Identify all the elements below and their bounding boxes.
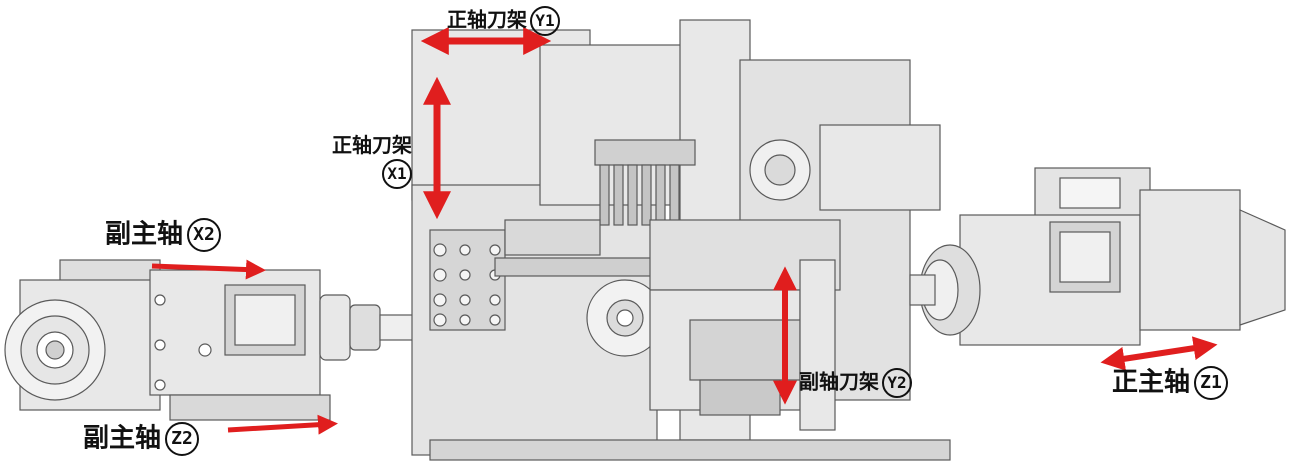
label-x2-text: 副主轴	[105, 219, 184, 250]
label-y1-text: 正轴刀架	[447, 7, 527, 32]
label-x1: 正轴刀架 X1	[332, 135, 412, 189]
main-frame	[411, 19, 951, 461]
label-z1-text: 正主轴	[1112, 367, 1191, 398]
machine-drawing	[4, 19, 1286, 461]
label-x1-text: 正轴刀架	[332, 133, 412, 157]
axis-badge-x2: X2	[187, 218, 222, 252]
arrow-z2	[227, 414, 338, 435]
label-y2-text: 副轴刀架	[799, 369, 879, 394]
arrow-z1	[1100, 336, 1218, 371]
axis-badge-y2: Y2	[882, 368, 912, 398]
axis-badge-x1: X1	[382, 159, 412, 189]
arrow-x2	[151, 259, 266, 280]
axis-badge-z1: Z1	[1194, 366, 1229, 400]
label-z2-text: 副主轴	[83, 423, 162, 454]
sub-spindle-assembly	[4, 259, 421, 421]
axis-arrows	[151, 26, 1218, 435]
axis-badge-y1: Y1	[530, 6, 560, 36]
main-spindle-assembly	[909, 167, 1286, 346]
axis-badge-z2: Z2	[165, 422, 200, 456]
